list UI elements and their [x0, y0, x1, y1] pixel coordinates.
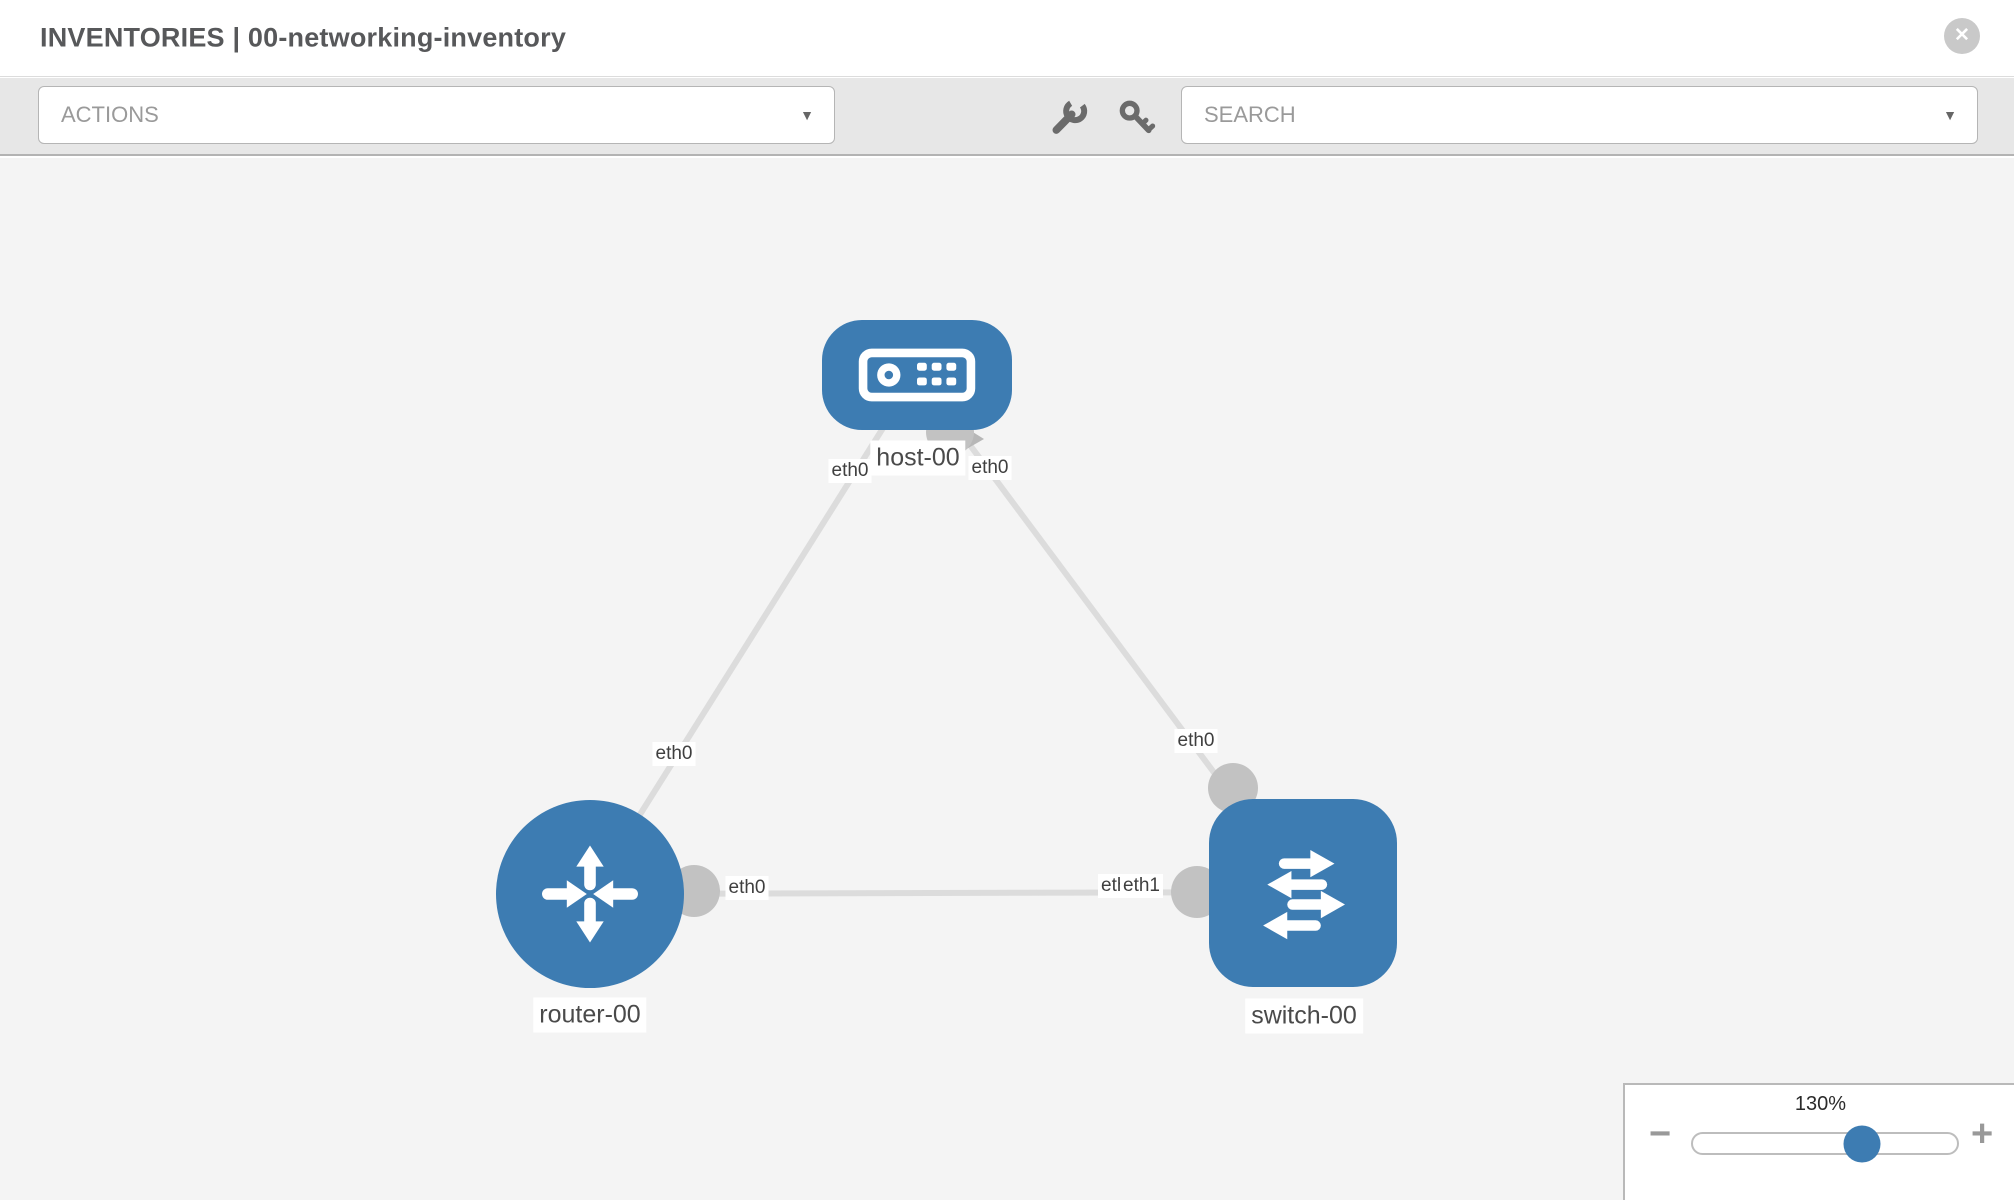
zoom-slider-thumb[interactable] — [1843, 1125, 1881, 1162]
node-label-router: router-00 — [533, 997, 647, 1033]
interface-label: eth1 — [1120, 874, 1163, 898]
interface-label: eth0 — [652, 742, 696, 766]
close-icon[interactable]: ✕ — [1944, 18, 1980, 54]
interface-label: eth0 — [968, 456, 1012, 480]
router-icon — [542, 845, 638, 943]
key-icon[interactable] — [1116, 98, 1156, 138]
zoom-level-readout: 130% — [1794, 1093, 1847, 1115]
node-switch-00[interactable] — [1209, 799, 1397, 987]
plus-icon: + — [1971, 1113, 1994, 1155]
wrench-icon[interactable] — [1048, 98, 1088, 138]
actions-dropdown-label: ACTIONS — [61, 102, 159, 127]
host-icon — [858, 348, 976, 402]
zoom-in-button[interactable]: + — [1971, 1115, 1993, 1153]
actions-dropdown[interactable]: ACTIONS ▼ — [38, 86, 835, 144]
wrench-icon-glyph — [1052, 100, 1088, 134]
search-dropdown[interactable]: SEARCH ▼ — [1181, 86, 1978, 144]
chevron-down-icon: ▼ — [1943, 107, 1957, 123]
page-header: INVENTORIES | 00-networking-inventory ✕ — [0, 0, 2014, 77]
node-label-host: host-00 — [870, 440, 966, 476]
switch-icon — [1263, 849, 1345, 940]
zoom-out-button[interactable]: − — [1649, 1115, 1671, 1153]
zoom-slider-track[interactable] — [1691, 1125, 1959, 1162]
zoom-panel: 130% − + — [1623, 1083, 2014, 1200]
interface-label: eth0 — [1174, 729, 1218, 753]
key-icon-glyph — [1119, 100, 1156, 134]
page-title: INVENTORIES | 00-networking-inventory — [40, 22, 567, 53]
node-host-00[interactable] — [822, 320, 1012, 430]
minus-icon: − — [1649, 1113, 1672, 1155]
interface-label: eth0 — [725, 876, 769, 900]
node-router-00[interactable] — [496, 800, 684, 988]
chevron-down-icon: ▼ — [800, 107, 814, 123]
interface-label: eth0 — [828, 459, 872, 483]
links-layer — [587, 372, 1306, 918]
topology-canvas[interactable]: host-00 router-00 switch-00 eth0 eth0 et… — [0, 158, 2014, 1200]
toolbar: ACTIONS ▼ SEARCH ▼ — [0, 78, 2014, 156]
search-dropdown-label: SEARCH — [1204, 102, 1296, 127]
node-label-switch: switch-00 — [1245, 998, 1363, 1034]
